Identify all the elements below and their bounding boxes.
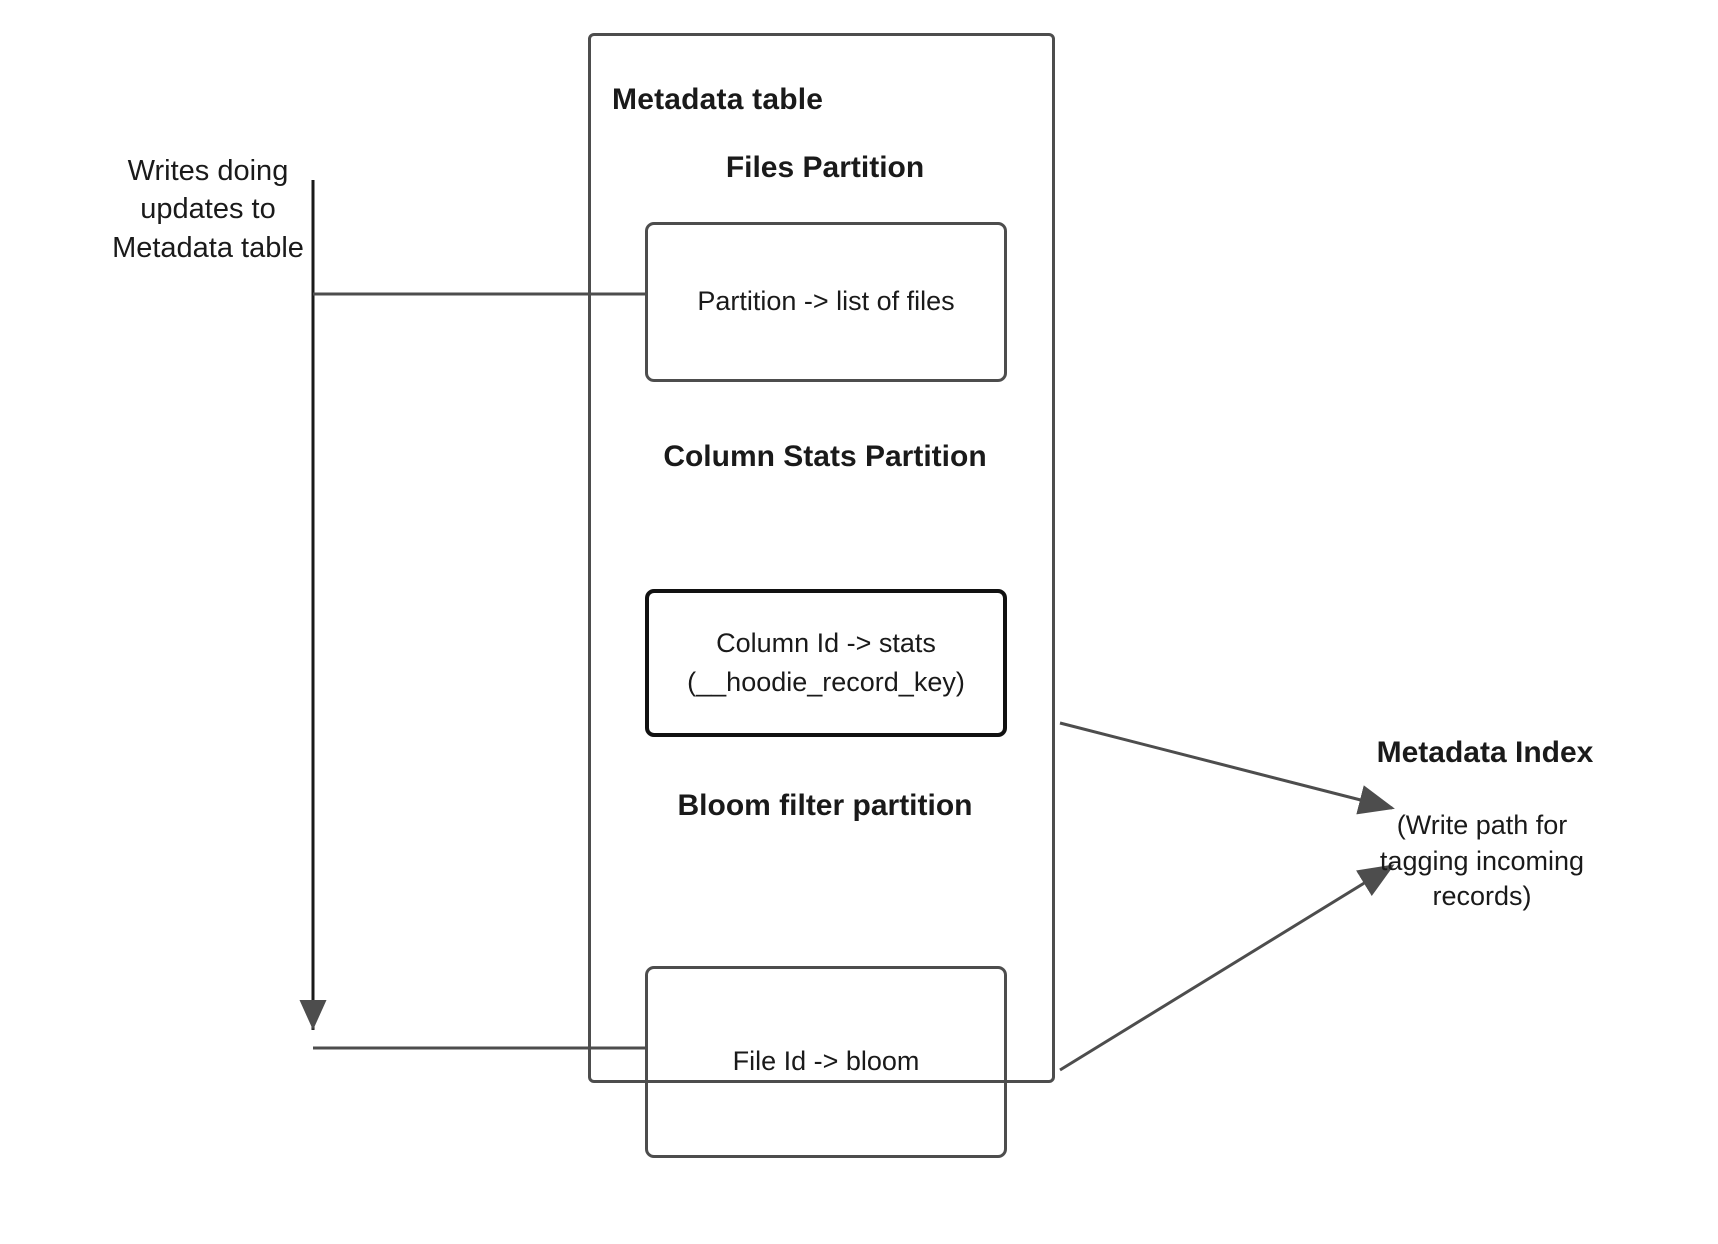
bloom-filter-partition-box-text: File Id -> bloom: [732, 1046, 920, 1077]
column-stats-partition-box: Column Id -> stats (__hoodie_record_key): [645, 589, 1007, 737]
bloom-filter-partition-heading: Bloom filter partition: [677, 789, 973, 822]
bloom-filter-to-metadata-index-arrow: [1059, 864, 1395, 1072]
bloom-filter-partition-box: File Id -> bloom: [645, 966, 1007, 1158]
metadata-table-title: Metadata table: [612, 83, 824, 116]
writes-updates-annotation: Writes doing updates to Metadata table: [112, 155, 304, 264]
metadata-table-container: [588, 33, 1055, 1083]
files-partition-box-text: Partition -> list of files: [697, 286, 955, 317]
files-partition-heading: Files Partition: [725, 151, 925, 184]
metadata-index-subtitle: (Write path for tagging incoming records…: [1379, 810, 1585, 912]
column-stats-partition-heading: Column Stats Partition: [663, 440, 987, 473]
column-stats-partition-box-text: Column Id -> stats (__hoodie_record_key): [687, 627, 965, 697]
files-partition-box: Partition -> list of files: [645, 222, 1007, 382]
metadata-index-title: Metadata Index: [1376, 736, 1594, 769]
column-stats-to-metadata-index-arrow: [1059, 721, 1395, 815]
